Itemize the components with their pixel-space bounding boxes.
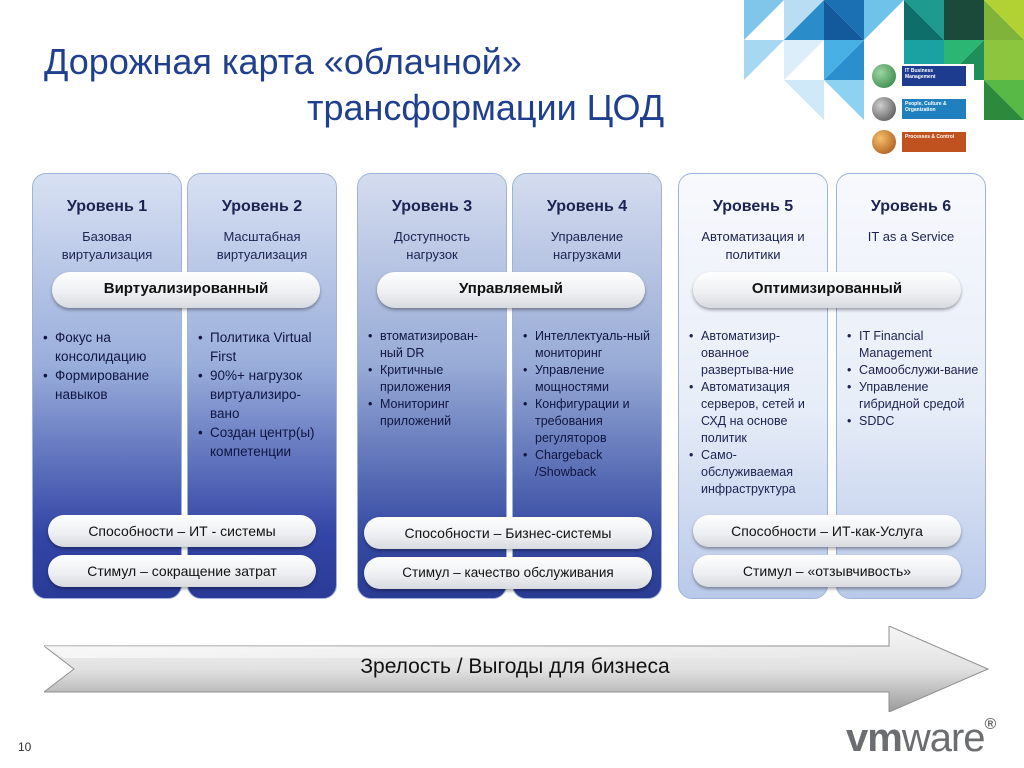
legend-label: Processes & Control <box>902 132 966 152</box>
list-item: SDDC <box>845 413 979 430</box>
list-item: Управление гибридной средой <box>845 379 979 413</box>
level-bullets: Политика Virtual First 90%+ нагрузок вир… <box>196 328 330 461</box>
level-title: Уровень 2 <box>221 198 303 215</box>
list-item: Интеллектуаль-ный мониторинг <box>521 328 655 362</box>
list-item: Самообслужи-вание <box>845 362 979 379</box>
level-bullets: IT Financial Management Самообслужи-вани… <box>845 328 979 430</box>
list-item: Политика Virtual First <box>196 328 330 366</box>
list-item: Chargeback /Showback <box>521 447 655 481</box>
driver-badge: Стимул – сокращение затрат <box>48 555 316 587</box>
level-title: Уровень 3 <box>391 198 473 215</box>
legend-panel: IT Business Management People, Culture &… <box>866 64 974 158</box>
people-icon <box>872 97 896 121</box>
level-title: Уровень 5 <box>712 198 794 215</box>
list-item: Фокус на консолидацию <box>41 328 175 366</box>
legend-item: Processes & Control <box>866 130 974 154</box>
level-title: Уровень 1 <box>66 198 148 215</box>
vmware-logo: vmware® <box>846 716 996 760</box>
driver-badge: Стимул – «отзывчивость» <box>693 555 961 587</box>
driver-badge: Стимул – качество обслуживания <box>364 557 652 589</box>
stage-badge-virtualized: Виртуализированный <box>52 272 320 308</box>
legend-item: People, Culture & Organization <box>866 97 974 121</box>
level-bullets: Автоматизир-ованное развертыва-ние Автом… <box>687 328 821 498</box>
level-bullets: Фокус на консолидацию Формирование навык… <box>41 328 175 404</box>
list-item: Критичные приложения <box>366 362 500 396</box>
list-item: Формирование навыков <box>41 366 175 404</box>
stage-badge-managed: Управляемый <box>377 272 645 308</box>
level-bullets: втоматизирован-ный DR Критичные приложен… <box>366 328 500 430</box>
page-number: 10 <box>18 740 32 754</box>
capability-badge: Способности – ИТ-как-Услуга <box>693 515 961 547</box>
list-item: 90%+ нагрузок виртуализиро-вано <box>196 366 330 423</box>
arrow-label: Зрелость / Выгоды для бизнеса <box>360 655 670 678</box>
list-item: Конфигурации и требования регуляторов <box>521 396 655 447</box>
legend-label: IT Business Management <box>902 66 966 86</box>
capability-badge: Способности – ИТ - системы <box>48 515 316 547</box>
list-item: втоматизирован-ный DR <box>366 328 500 362</box>
page-title-line1: Дорожная карта «облачной» <box>44 41 522 82</box>
dollar-icon <box>872 64 896 88</box>
maturity-arrow <box>44 626 990 712</box>
stage-badge-optimized: Оптимизированный <box>693 272 961 308</box>
gears-icon <box>872 130 896 154</box>
list-item: Создан центр(ы) компетенции <box>196 423 330 461</box>
level-bullets: Интеллектуаль-ный мониторинг Управление … <box>521 328 655 481</box>
list-item: Мониторинг приложений <box>366 396 500 430</box>
level-description: IT as a Service <box>867 229 955 244</box>
legend-label: People, Culture & Organization <box>902 99 966 119</box>
level-title: Уровень 6 <box>870 198 952 215</box>
level-title: Уровень 4 <box>546 198 628 215</box>
capability-badge: Способности – Бизнес-системы <box>364 517 652 549</box>
list-item: Управление мощностями <box>521 362 655 396</box>
legend-item: IT Business Management <box>866 64 974 88</box>
list-item: Автоматизация серверов, сетей и СХД на о… <box>687 379 821 447</box>
page-title-line2: трансформации ЦОД <box>307 87 665 128</box>
list-item: Само-обслуживаемая инфраструктура <box>687 447 821 498</box>
list-item: Автоматизир-ованное развертыва-ние <box>687 328 821 379</box>
list-item: IT Financial Management <box>845 328 979 362</box>
